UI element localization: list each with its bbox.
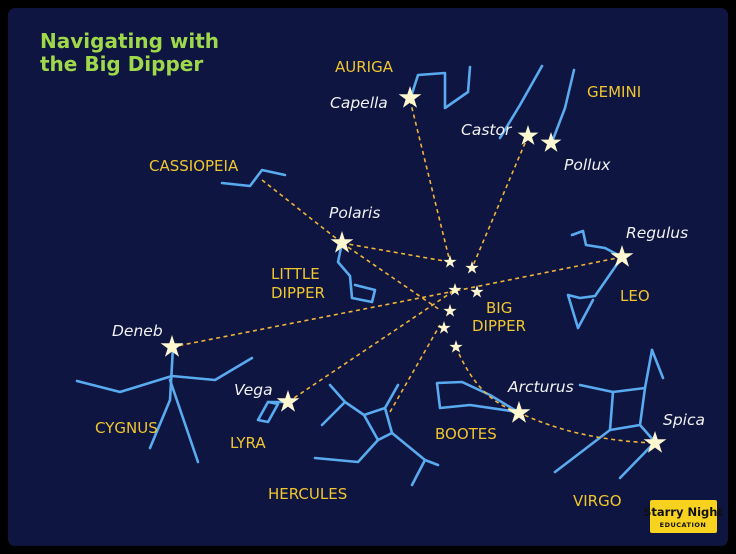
title-line-2: the Big Dipper: [40, 52, 203, 76]
bootes-lines: [435, 380, 520, 414]
constellation-lines: [75, 64, 665, 487]
label-deneb: Deneb: [112, 322, 163, 340]
label-bootes: BOOTES: [435, 425, 497, 443]
label-cygnus: CYGNUS: [95, 419, 158, 437]
guide-polaris: [341, 242, 451, 263]
label-leo: LEO: [620, 287, 650, 305]
cygnus-lines-2: [148, 345, 175, 450]
label-spica: Spica: [663, 411, 705, 429]
title-line-1: Navigating with: [40, 29, 219, 53]
label-hercules: HERCULES: [268, 485, 347, 503]
label-little-dipper-2: DIPPER: [271, 284, 325, 302]
little-dipper-lines: [336, 241, 377, 304]
label-virgo: VIRGO: [573, 492, 622, 510]
guide-capella: [409, 99, 451, 263]
hercules-lines-5: [313, 438, 380, 464]
label-pollux: Pollux: [564, 156, 611, 174]
starry-night-logo: Starry Night EDUCATION: [643, 500, 723, 533]
gemini-lines: [498, 64, 544, 140]
guide-arcturus: [455, 346, 519, 413]
cassiopeia-lines: [220, 168, 287, 188]
logo-background: [650, 500, 717, 533]
guide-vega: [287, 289, 456, 403]
logo-line-1: Starry Night: [643, 505, 723, 519]
label-gemini: GEMINI: [587, 83, 641, 101]
label-lyra: LYRA: [230, 434, 266, 452]
label-big-dipper-1: BIG: [486, 299, 512, 317]
label-capella: Capella: [330, 94, 388, 112]
guide-lines: [171, 99, 656, 444]
guide-cassiopeia: [261, 179, 343, 244]
label-big-dipper-2: DIPPER: [472, 317, 526, 335]
hercules-lines-2: [383, 383, 400, 410]
guide-castor: [471, 135, 529, 269]
guide-regulus: [449, 256, 623, 293]
hercules-lines-4: [320, 400, 347, 427]
gemini-lines-2: [550, 68, 576, 144]
cygnus-lines-3: [168, 378, 200, 464]
guide-polaris-to-arcturus: [341, 242, 441, 311]
label-vega: Vega: [234, 381, 273, 399]
label-arcturus: Arcturus: [507, 378, 574, 396]
logo-line-2: EDUCATION: [660, 521, 707, 529]
virgo-lines-3: [553, 428, 612, 474]
guide-hercules: [389, 324, 441, 413]
label-castor: Castor: [461, 121, 513, 139]
label-regulus: Regulus: [626, 224, 688, 242]
label-auriga: AURIGA: [335, 58, 394, 76]
guide-deneb: [171, 291, 451, 348]
label-cassiopeia: CASSIOPEIA: [149, 157, 239, 175]
leo-lines-2: [566, 255, 624, 330]
auriga-lines: [408, 65, 472, 110]
leo-lines: [570, 229, 624, 259]
virgo-lines-5: [650, 348, 665, 380]
virgo-lines-2: [578, 383, 615, 394]
lyra-lines: [256, 400, 280, 424]
hercules-lines-7: [410, 458, 427, 487]
label-little-dipper-1: LITTLE: [271, 265, 320, 283]
virgo-lines: [608, 348, 654, 432]
label-polaris: Polaris: [329, 204, 380, 222]
